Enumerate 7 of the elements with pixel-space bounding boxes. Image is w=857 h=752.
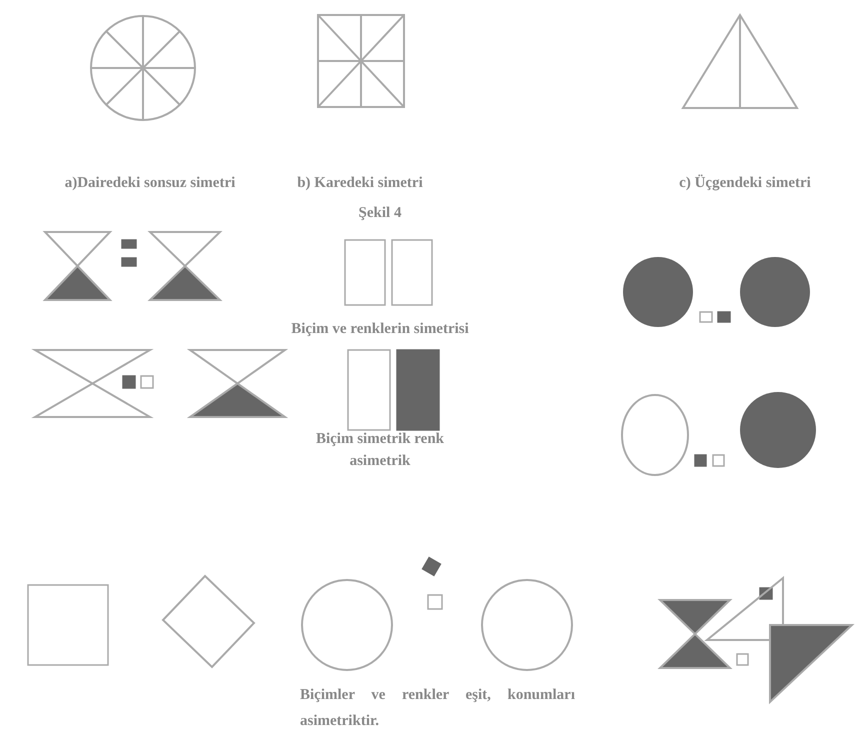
figure-caption: Biçim ve renklerin simetrisi — [290, 320, 470, 339]
figure-caption: a)Dairedeki sonsuz simetri — [64, 174, 236, 193]
figure-caption: b) Karedeki simetri — [296, 174, 424, 193]
figure-number: Şekil 4 — [358, 204, 402, 223]
figure-caption: c) Üçgendeki simetri — [678, 174, 812, 193]
figure-caption: Biçim simetrik renk asimetrik — [314, 430, 446, 471]
figure-caption: Biçimler ve renkler eşit, konumları asimetriktir. — [300, 686, 575, 731]
